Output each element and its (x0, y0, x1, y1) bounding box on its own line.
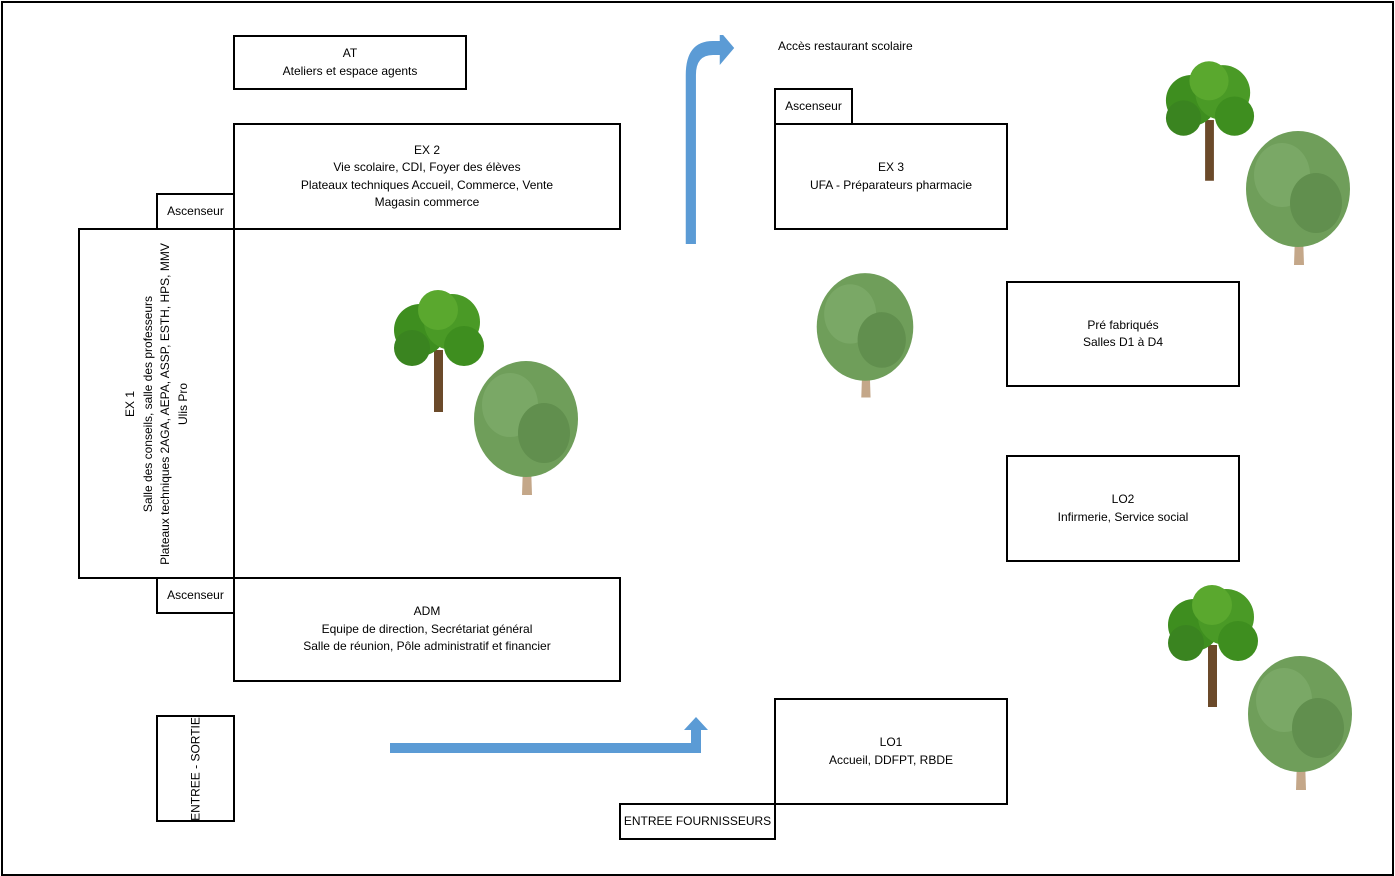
elevator-ex3: Ascenseur (774, 88, 853, 125)
building-ex1: EX 1 Salle des conseils, salle des profe… (78, 228, 235, 579)
entrance-suppliers: ENTREE FOURNISSEURS (619, 803, 776, 840)
building-title: EX 2 (413, 142, 440, 157)
building-title: AT (342, 46, 358, 60)
elevator-label: Ascenseur (785, 98, 842, 113)
elevator-ex1: Ascenseur (156, 577, 235, 614)
building-line: Salle des conseils, salle des professeur… (140, 295, 154, 512)
arrow-to-restaurant-icon (685, 35, 735, 244)
building-line: UFA - Préparateurs pharmacie (809, 177, 973, 192)
elevator-ex2: Ascenseur (156, 193, 235, 230)
building-line: Ulis Pro (175, 382, 189, 425)
building-title: ADM (413, 604, 441, 619)
building-lo2: LO2 Infirmerie, Service social (1006, 455, 1240, 562)
building-title: EX 3 (877, 160, 904, 174)
building-line: Ateliers et espace agents (282, 63, 418, 78)
arrow-entrance-icon (390, 717, 708, 753)
tree-dark-icon (1168, 585, 1258, 707)
building-line: Infirmerie, Service social (1057, 509, 1189, 524)
building-line: Plateaux techniques Accueil, Commerce, V… (300, 177, 554, 192)
building-title: EX 1 (122, 390, 137, 417)
building-line: Vie scolaire, CDI, Foyer des élèves (333, 160, 521, 174)
tree-dark-icon (394, 290, 484, 412)
elevator-label: Ascenseur (167, 587, 224, 602)
building-line: Accueil, DDFPT, RBDE (828, 752, 954, 767)
building-ex1-text: EX 1 Salle des conseils, salle des profe… (122, 243, 192, 565)
building-ex3: EX 3 UFA - Préparateurs pharmacie (774, 123, 1008, 230)
building-lo1: LO1 Accueil, DDFPT, RBDE (774, 698, 1008, 805)
elevator-label: Ascenseur (167, 203, 224, 218)
tree-light-icon (1248, 656, 1352, 790)
building-line: Salle de réunion, Pôle administratif et … (303, 639, 551, 654)
tree-light-icon (1246, 131, 1350, 265)
building-line: Magasin commerce (374, 195, 480, 209)
building-adm: ADM Equipe de direction, Secrétariat gén… (233, 577, 621, 682)
building-title: Pré fabriqués (1087, 317, 1159, 332)
building-line: Salles D1 à D4 (1082, 335, 1164, 349)
entrance-main: ENTREE - SORTIE (156, 715, 235, 822)
building-at: AT Ateliers et espace agents (233, 35, 467, 90)
building-line: Plateaux techniques 2AGA, AEPA, ASSP, ES… (157, 242, 172, 565)
tree-light-icon (816, 273, 914, 398)
tree-light-icon (474, 361, 578, 495)
entrance-suppliers-label: ENTREE FOURNISSEURS (623, 813, 772, 828)
tree-dark-icon (1165, 61, 1255, 181)
building-title: LO1 (879, 735, 903, 749)
building-prefab: Pré fabriqués Salles D1 à D4 (1006, 281, 1240, 387)
building-ex2: EX 2 Vie scolaire, CDI, Foyer des élèves… (233, 123, 621, 230)
restaurant-access-label: Accès restaurant scolaire (778, 39, 913, 53)
entrance-main-label: ENTREE - SORTIE (187, 716, 202, 821)
building-line: Equipe de direction, Secrétariat général (321, 621, 533, 636)
building-title: LO2 (1111, 492, 1135, 506)
